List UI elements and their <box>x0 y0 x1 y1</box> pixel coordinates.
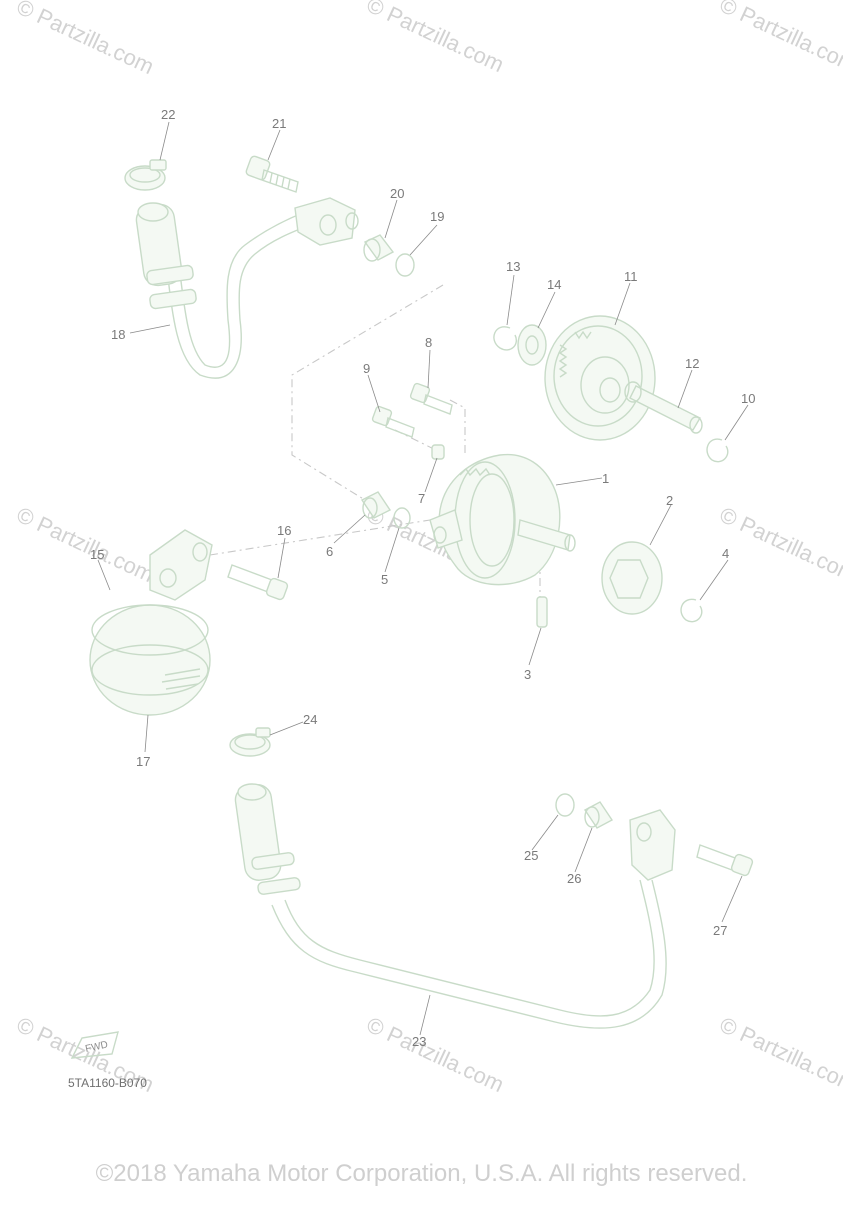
bolt <box>409 382 453 415</box>
callout-11: 11 <box>624 269 638 284</box>
hose-clamp <box>124 159 167 191</box>
circlip <box>493 326 517 351</box>
callout-20: 20 <box>390 186 404 201</box>
callout-25: 25 <box>524 848 538 863</box>
callout-4: 4 <box>722 546 729 561</box>
callout-24: 24 <box>303 712 317 727</box>
callout-1: 1 <box>602 471 609 486</box>
dowel-pin <box>431 444 445 460</box>
callout-16: 16 <box>277 523 291 538</box>
callout-6: 6 <box>326 544 333 559</box>
watermark: © Partzilla.com <box>363 0 508 77</box>
callout-15: 15 <box>90 547 104 562</box>
o-ring <box>395 253 415 277</box>
bolt <box>696 844 754 877</box>
callout-17: 17 <box>136 754 150 769</box>
watermark: © Partzilla.com <box>716 1012 843 1097</box>
callout-labels: 1 2 3 4 5 6 7 8 9 10 11 12 13 14 15 16 1… <box>90 107 755 1049</box>
callout-7: 7 <box>418 491 425 506</box>
callout-23: 23 <box>412 1034 426 1049</box>
callout-14: 14 <box>547 277 561 292</box>
watermark: © Partzilla.com <box>13 502 158 587</box>
callout-27: 27 <box>713 923 727 938</box>
callout-22: 22 <box>161 107 175 122</box>
watermark: © Partzilla.com <box>716 502 843 587</box>
washer <box>517 324 547 366</box>
diagram-code: 5TA1160-B070 <box>68 1076 147 1090</box>
oil-pump-driven-gear <box>544 315 656 441</box>
assembly-guide <box>209 519 431 556</box>
assembly-guide <box>449 399 466 455</box>
collar <box>363 234 395 262</box>
circlip <box>706 438 729 463</box>
watermark: © Partzilla.com <box>716 0 843 77</box>
watermark: © Partzilla.com <box>13 0 158 79</box>
oil-pipe-upper <box>135 197 359 379</box>
callout-5: 5 <box>381 572 388 587</box>
fwd-indicator: FWD <box>70 1031 119 1059</box>
hose-clamp <box>229 727 271 757</box>
pin <box>536 596 548 628</box>
shaft <box>624 381 703 434</box>
callout-18: 18 <box>111 327 125 342</box>
callout-10: 10 <box>741 391 755 406</box>
leader-lines <box>97 121 749 1036</box>
callout-19: 19 <box>430 209 444 224</box>
callout-21: 21 <box>272 116 286 131</box>
o-ring <box>555 793 575 817</box>
o-ring <box>393 507 411 529</box>
oil-pump-rotor <box>601 541 663 615</box>
callout-8: 8 <box>425 335 432 350</box>
collar <box>360 491 392 519</box>
callout-12: 12 <box>685 356 699 371</box>
callout-9: 9 <box>363 361 370 376</box>
oil-strainer <box>89 529 213 716</box>
fwd-arrow-icon <box>70 1031 119 1059</box>
callout-3: 3 <box>524 667 531 682</box>
bolt <box>371 405 415 438</box>
fwd-label: FWD <box>84 1039 109 1054</box>
collar <box>583 801 614 829</box>
oil-pump-assembly <box>429 453 576 586</box>
callout-2: 2 <box>666 493 673 508</box>
callout-26: 26 <box>567 871 581 886</box>
bolt <box>227 564 289 601</box>
circlip <box>680 598 703 623</box>
bolt <box>245 155 299 193</box>
oil-pipe-lower <box>234 783 676 1029</box>
watermark: © Partzilla.com <box>363 1012 508 1097</box>
copyright-footer: ©2018 Yamaha Motor Corporation, U.S.A. A… <box>95 1160 748 1187</box>
callout-13: 13 <box>506 259 520 274</box>
